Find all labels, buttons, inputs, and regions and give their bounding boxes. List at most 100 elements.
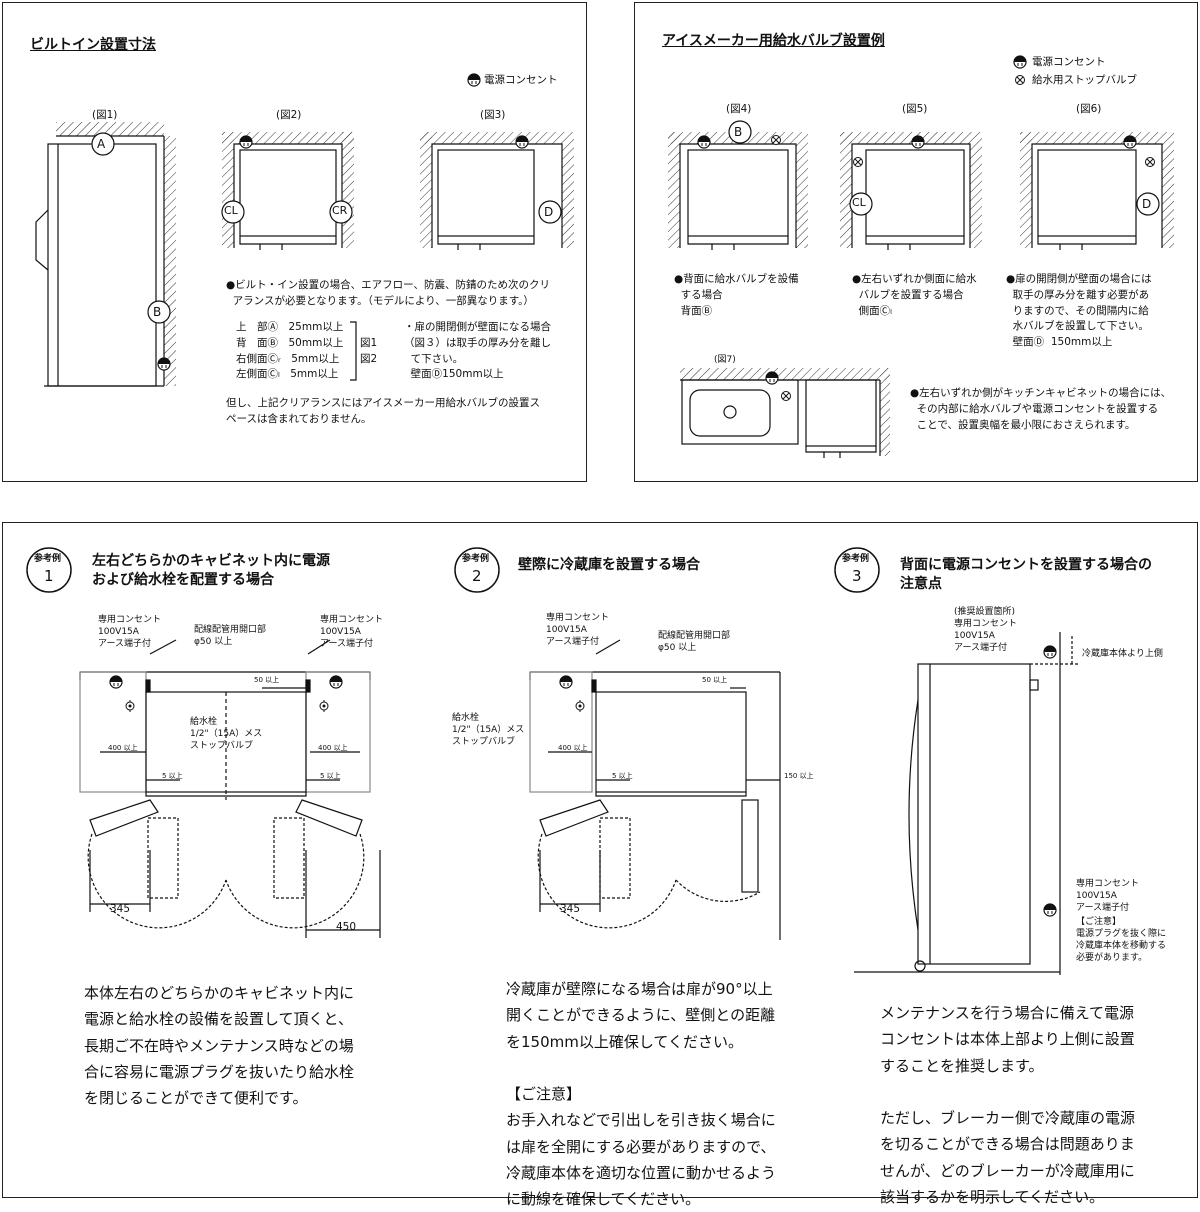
fig5-note: ●左右いずれか側面に給水 バルブを設置する場合 側面Ⓒₗ [852,273,977,317]
fig6-valve-icon [1145,157,1155,167]
ex1-dim-400-left: 400 以上 [108,744,138,752]
legend2-outlet-icon [1013,55,1027,69]
ex3-body: メンテナンスを行う場合に備えて電源 コンセントは本体上部より上側に設置 すること… [880,1004,1136,1206]
legend-outlet-icon [467,73,481,87]
door-side-note: ・扉の開閉側が壁面になる場合 （図３）は取手の厚み分を離し て下さい。 壁面Ⓓ1… [404,321,551,381]
fig-ref: 図1 図2 [360,337,378,365]
ex2-faucet: 給水栓 1/2"（15A）メス ストップバルブ [452,713,525,748]
label-cl: CL [224,204,238,217]
fig7-note: ●左右いずれか側がキッチンキャビネットの場合には、 その内部に給水バルブや電源コ… [910,387,1172,431]
ex3-caution: 【ご注意】 電源プラグを抜く際に 冷蔵庫本体を移動する 必要があります。 [1076,917,1167,964]
ex1-dim-50: 50 以上 [254,676,280,684]
ex1-title: 左右どちらかのキャビネット内に電源 および給水栓を配置する場合 [92,553,330,588]
fig1-side-view [35,122,176,387]
fig6-label: (図6) [1076,103,1102,115]
fig5-top-view [840,132,982,250]
ex1-outlet-right: 専用コンセント 100V15A アース端子付 [320,615,384,650]
ex1-faucet: 給水栓 1/2"（15A）メス ストップバルブ [190,717,263,752]
fig2-label: (図2) [276,109,302,121]
label-d-2: D [1142,197,1152,211]
ex1-dim-5-right: 5 以上 [320,772,341,780]
fig5-valve-icon [853,157,863,167]
ex2-dim-400: 400 以上 [558,744,588,752]
fig3-label: (図3) [480,109,506,121]
label-b-2: B [734,125,743,139]
ex2-title: 壁際に冷蔵庫を設置する場合 [518,557,700,573]
ex2-faucet-icon [575,699,585,713]
label-a: A [97,137,106,151]
ex1-badge-number: 1 [44,567,54,585]
builtin-dimensions-panel [2,2,587,482]
ex2-dim-345: 345 [560,903,581,915]
ex2-top-view [529,639,781,940]
ex1-dim-400-right: 400 以上 [318,744,348,752]
ex2-dim-150: 150 以上 [784,772,814,780]
ex1-dim-450: 450 [336,921,357,933]
ex2-dim-50: 50 以上 [702,676,728,684]
ex1-outlet-right-icon [329,675,343,689]
legend-outlet-label-2: 電源コンセント [1032,56,1106,68]
ex1-opening: 配線配管用開口部 φ50 以上 [194,625,267,648]
label-cl-2: CL [852,196,866,209]
fig4-top-view [668,132,808,250]
fig7-kitchen-view [680,368,890,458]
ex3-outlet-low: 専用コンセント 100V15A アース端子付 [1076,879,1140,914]
fig6-top-view [1020,132,1174,250]
ex2-opening: 配線配管用開口部 φ50 以上 [658,631,731,654]
fig5-outlet-icon [911,135,925,149]
legend-valve-icon [1015,75,1025,85]
ex3-outlet-low-icon [1043,903,1057,917]
valve-space-note: 但し、上記クリアランスにはアイスメーカー用給水バルブの設置ス ペースは含まれてお… [226,397,540,425]
fig7-valve-icon [781,391,791,401]
ex2-body: 冷蔵庫が壁際になる場合は扉が90°以上 開くことができるように、壁側との距離 を… [506,980,777,1208]
label-b: B [153,305,162,319]
ex1-body: 本体左右のどちらかのキャビネット内に 電源と給水栓の設備を設置して頂くと、 長期… [84,984,355,1107]
fig4-valve-icon [771,135,781,145]
builtin-note: ●ビルト・イン設置の場合、エアフロー、防震、防錆のため次のクリ アランスが必要と… [226,279,551,307]
ex1-badge-label: 参考例 [34,554,62,564]
label-cr: CR [332,204,348,217]
fig7-outlet-icon [765,371,779,385]
ex2-outlet-icon [559,675,573,689]
ex2-dim-5: 5 以上 [612,772,633,780]
fig2-outlet-icon [239,135,253,149]
ex1-dim-345: 345 [110,903,131,915]
fig5-label: (図5) [902,103,928,115]
reference-examples-panel [2,522,1198,1198]
ex3-above-label: 冷蔵庫本体より上側 [1082,649,1163,659]
icemaker-title: アイスメーカー用給水バルブ設置例 [662,33,885,49]
fig4-label: (図4) [726,103,752,115]
ex3-badge-label: 参考例 [842,554,870,564]
fig7-label: (図7) [714,355,736,365]
ex3-recommended: (推奨設置箇所) 専用コンセント 100V15A アース端子付 [954,607,1018,654]
fig3-top-view [420,132,574,250]
fig6-note: ●扉の開閉側が壁面の場合には 取手の厚み分を離す必要があ りますので、その間隔内… [1006,273,1152,348]
ex3-side-view [854,632,1080,975]
icemaker-valve-panel [634,2,1198,482]
ex1-top-view [79,639,381,938]
fig1-label: (図1) [92,109,118,121]
ex1-outlet-left: 専用コンセント 100V15A アース端子付 [98,615,162,650]
ex2-badge-label: 参考例 [462,554,490,564]
ex1-faucet-right-icon [319,699,329,713]
fig2-top-view [222,132,354,250]
ex3-badge-number: 3 [852,567,862,585]
legend-outlet-label: 電源コンセント [484,74,558,86]
ex3-outlet-high-icon [1043,645,1057,659]
fig4-outlet-icon [697,135,711,149]
ex3-title: 背面に電源コンセントを設置する場合の 注意点 [900,557,1152,592]
builtin-title: ビルトイン設置寸法 [30,37,156,53]
fig6-outlet-icon [1123,135,1137,149]
ex2-badge-number: 2 [472,567,482,585]
fig3-outlet-icon [515,135,529,149]
fig4-note: ●背面に給水バルブを設備 する場合 背面Ⓑ [674,273,799,317]
ex1-outlet-left-icon [109,675,123,689]
fig1-outlet-icon [157,357,171,371]
label-d: D [544,205,554,219]
ex1-dim-5-left: 5 以上 [162,772,183,780]
legend-valve-label: 給水用ストップバルブ [1032,74,1137,86]
ex1-faucet-left-icon [125,699,135,713]
clearance-list: 上 部Ⓐ 25mm以上 背 面Ⓑ 50mm以上 右側面Ⓒᵣ 5mm以上 左側面Ⓒ… [236,321,344,381]
ex2-outlet: 専用コンセント 100V15A アース端子付 [546,613,610,648]
